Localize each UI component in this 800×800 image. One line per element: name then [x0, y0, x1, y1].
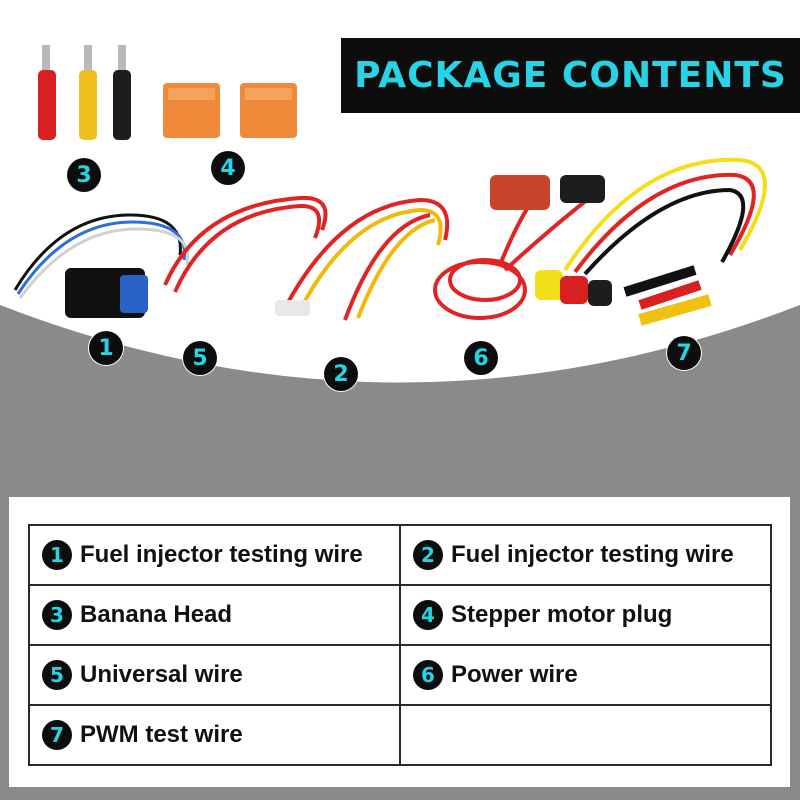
number-badge: 1 [42, 540, 72, 570]
number-badge: 3 [42, 600, 72, 630]
table-cell: 3 Banana Head [28, 584, 401, 646]
item-label: Fuel injector testing wire [80, 541, 363, 568]
title-banner: PACKAGE CONTENTS [341, 38, 800, 113]
number-badge: 5 [42, 660, 72, 690]
injector-test-wire [275, 197, 450, 321]
item-label: Fuel injector testing wire [451, 541, 734, 568]
universal-wire [163, 195, 328, 293]
table-row: 5 Universal wire 6 Power wire [28, 644, 772, 706]
table-row: 1 Fuel injector testing wire 2 Fuel inject… [28, 524, 772, 586]
stepper-plug-left [163, 83, 220, 138]
table-cell-empty [399, 704, 772, 766]
table-row: 7 PWM test wire [28, 704, 772, 766]
label-badge-1: 1 [89, 331, 123, 365]
number-badge: 7 [42, 720, 72, 750]
table-row: 3 Banana Head 4 Stepper motor plug [28, 584, 772, 646]
label-badge-5: 5 [183, 341, 217, 375]
banana-plug-yellow [79, 45, 97, 140]
table-cell: 7 PWM test wire [28, 704, 401, 766]
power-wire [433, 175, 605, 320]
label-badge-3: 3 [67, 158, 101, 192]
banana-plug-red [38, 45, 56, 140]
injector-harness [13, 213, 190, 318]
banner-title: PACKAGE CONTENTS [354, 55, 787, 96]
label-badge-7: 7 [667, 336, 701, 370]
stepper-plug-right [240, 83, 297, 138]
number-badge: 6 [413, 660, 443, 690]
table-cell: 5 Universal wire [28, 644, 401, 706]
banana-plug-black [113, 45, 131, 140]
number-badge: 4 [413, 600, 443, 630]
label-badge-2: 2 [324, 357, 358, 391]
pwm-test-wire [535, 157, 767, 326]
table-cell: 4 Stepper motor plug [399, 584, 772, 646]
item-label: Power wire [451, 661, 578, 688]
table-cell: 2 Fuel injector testing wire [399, 524, 772, 586]
table-cell: 1 Fuel injector testing wire [28, 524, 401, 586]
item-label: Banana Head [80, 601, 233, 628]
label-badge-4: 4 [211, 151, 245, 185]
label-badge-6: 6 [464, 341, 498, 375]
item-label: Universal wire [80, 661, 243, 688]
number-badge: 2 [413, 540, 443, 570]
table-cell: 6 Power wire [399, 644, 772, 706]
item-label: PWM test wire [80, 721, 243, 748]
item-label: Stepper motor plug [451, 601, 673, 628]
contents-table: 1 Fuel injector testing wire 2 Fuel inject… [28, 524, 772, 766]
